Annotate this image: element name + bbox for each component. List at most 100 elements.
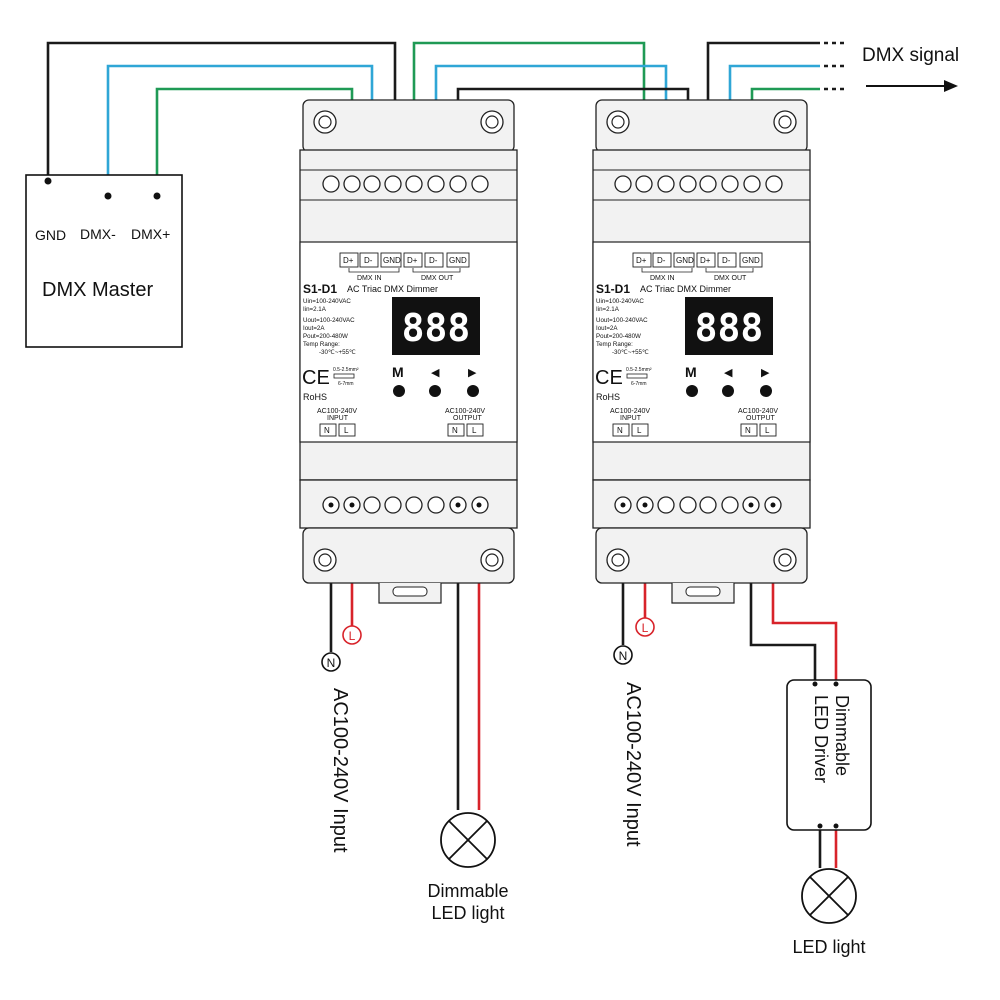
dmx-signal-label: DMX signal <box>862 45 959 66</box>
dmx-master-pin-dmx-plus <box>153 192 161 200</box>
mode-button[interactable] <box>686 385 698 397</box>
terminal-screw <box>343 175 361 193</box>
rohs-label: RoHS <box>596 392 620 402</box>
svg-text:Uout=100-240VAC: Uout=100-240VAC <box>303 317 355 324</box>
svg-text:Temp Range:: Temp Range: <box>303 341 340 348</box>
terminal-label: D- <box>429 256 438 265</box>
terminal-label: D+ <box>700 256 711 265</box>
led-display <box>392 297 480 355</box>
dimmable-led-driver: Dimmable LED Driver <box>786 679 872 831</box>
power-input-1: L N AC100-240V Input <box>321 625 362 853</box>
din-rail-clip-slot <box>685 586 721 597</box>
neutral-label: N <box>619 649 628 663</box>
input-sub-label: INPUT <box>620 415 642 422</box>
dmx-master-pin-label: GND <box>35 227 66 243</box>
rohs-label: RoHS <box>303 392 327 402</box>
led-light: LED light <box>792 868 866 957</box>
input-voltage-label: AC100-240V <box>317 408 357 415</box>
terminal-label: D+ <box>343 256 354 265</box>
wire-terminal-dots <box>328 502 776 508</box>
svg-text:Pout=200-480W: Pout=200-480W <box>303 333 348 340</box>
dimmable-led-light: Dimmable LED light <box>427 812 509 923</box>
mode-button[interactable] <box>393 385 405 397</box>
output-pin-label: L <box>472 426 477 435</box>
terminal-screw <box>721 175 739 193</box>
terminal-label: D- <box>364 256 373 265</box>
neutral-terminal-marker <box>321 652 341 672</box>
input-pin-label: N <box>324 426 330 435</box>
dmx-out-label: DMX OUT <box>421 275 454 282</box>
ce-mark-icon: CE <box>595 367 623 389</box>
terminal-screw <box>322 175 340 193</box>
terminal-screw <box>363 496 381 514</box>
driver-label: LED Driver <box>811 695 831 783</box>
output-pin-label: L <box>765 426 770 435</box>
input-voltage-label: AC100-240V <box>610 408 650 415</box>
wire-strip-icon <box>626 373 648 379</box>
mode-button-label: M <box>685 364 697 380</box>
terminal-label: GND <box>449 256 467 265</box>
svg-text:Iin=2.1A: Iin=2.1A <box>596 306 620 313</box>
terminal-label: GND <box>742 256 760 265</box>
mounting-hole-icon <box>318 553 332 567</box>
input-pin-label: N <box>617 426 623 435</box>
mounting-hole-icon <box>313 110 337 134</box>
terminal-label: D- <box>722 256 731 265</box>
terminal-labels: D+ D- GND D+ D- GND DMX IN DMX OUT <box>339 252 470 282</box>
dimmer-device-1: D+ D- GND D+ D- GND DMX IN DMX OUT S1-D1… <box>299 99 518 604</box>
svg-text:Pout=200-480W: Pout=200-480W <box>596 333 641 340</box>
device-specs: Uin=100-240VAC Iin=2.1A Uout=100-240VAC … <box>303 298 356 356</box>
device-subtitle: AC Triac DMX Dimmer <box>640 284 731 294</box>
svg-text:Iout=2A: Iout=2A <box>303 325 325 332</box>
terminal-label: D+ <box>636 256 647 265</box>
terminal-screw <box>657 175 675 193</box>
live-terminal-marker <box>635 617 655 637</box>
up-button[interactable] <box>467 385 479 397</box>
terminal-screw <box>743 175 761 193</box>
terminal-screw <box>405 496 423 514</box>
terminal-screw <box>471 175 489 193</box>
mounting-hole-icon <box>606 548 630 572</box>
light-label: LED light <box>792 937 865 957</box>
up-button[interactable] <box>760 385 772 397</box>
terminal-label: GND <box>383 256 401 265</box>
terminal-labels: D+ D- GND D+ D- GND DMX IN DMX OUT <box>632 252 763 282</box>
right-arrow-icon: ▶ <box>761 367 770 379</box>
wire-spec: 6-7mm <box>338 381 354 387</box>
input-voltage-caption: AC100-240V Input <box>622 682 644 847</box>
output-sub-label: OUTPUT <box>453 415 483 422</box>
right-arrow-icon: ▶ <box>468 367 477 379</box>
wire-spec: 6-7mm <box>631 381 647 387</box>
mounting-hole-icon <box>773 548 797 572</box>
dmx-master-pin-dmx-minus <box>104 192 112 200</box>
neutral-label: N <box>327 656 336 670</box>
wire-out-dashes <box>824 41 846 91</box>
input-voltage-caption: AC100-240V Input <box>329 688 351 853</box>
down-button[interactable] <box>722 385 734 397</box>
down-button[interactable] <box>429 385 441 397</box>
terminal-label: GND <box>676 256 694 265</box>
mounting-hole-icon <box>611 115 625 129</box>
device-specs: Uin=100-240VAC Iin=2.1A Uout=100-240VAC … <box>596 298 649 356</box>
dimmer-device-2: D+ D- GND D+ D- GND DMX IN DMX OUT S1-D1… <box>592 99 811 604</box>
output-voltage-label: AC100-240V <box>445 408 485 415</box>
dmx-master-title: DMX Master <box>42 279 153 301</box>
terminal-screw <box>699 496 717 514</box>
dmx-master-pin-label: DMX+ <box>131 226 170 242</box>
dmx-master-pin-gnd <box>44 177 52 185</box>
dmx-master: GND DMX- DMX+ DMX Master <box>25 174 183 348</box>
neutral-terminal-marker <box>613 645 633 665</box>
mounting-hole-icon <box>485 115 499 129</box>
terminal-screw <box>765 175 783 193</box>
light-label: LED light <box>431 903 504 923</box>
svg-text:Iout=2A: Iout=2A <box>596 325 618 332</box>
wire-strip-icon <box>333 373 355 379</box>
ce-mark-icon: CE <box>302 367 330 389</box>
dmx-out-label: DMX OUT <box>714 275 747 282</box>
device-model: S1-D1 <box>596 282 630 296</box>
din-rail-clip-slot <box>392 586 428 597</box>
mounting-hole-icon <box>480 548 504 572</box>
power-input-2: L N AC100-240V Input <box>613 617 655 847</box>
terminal-label: D+ <box>407 256 418 265</box>
